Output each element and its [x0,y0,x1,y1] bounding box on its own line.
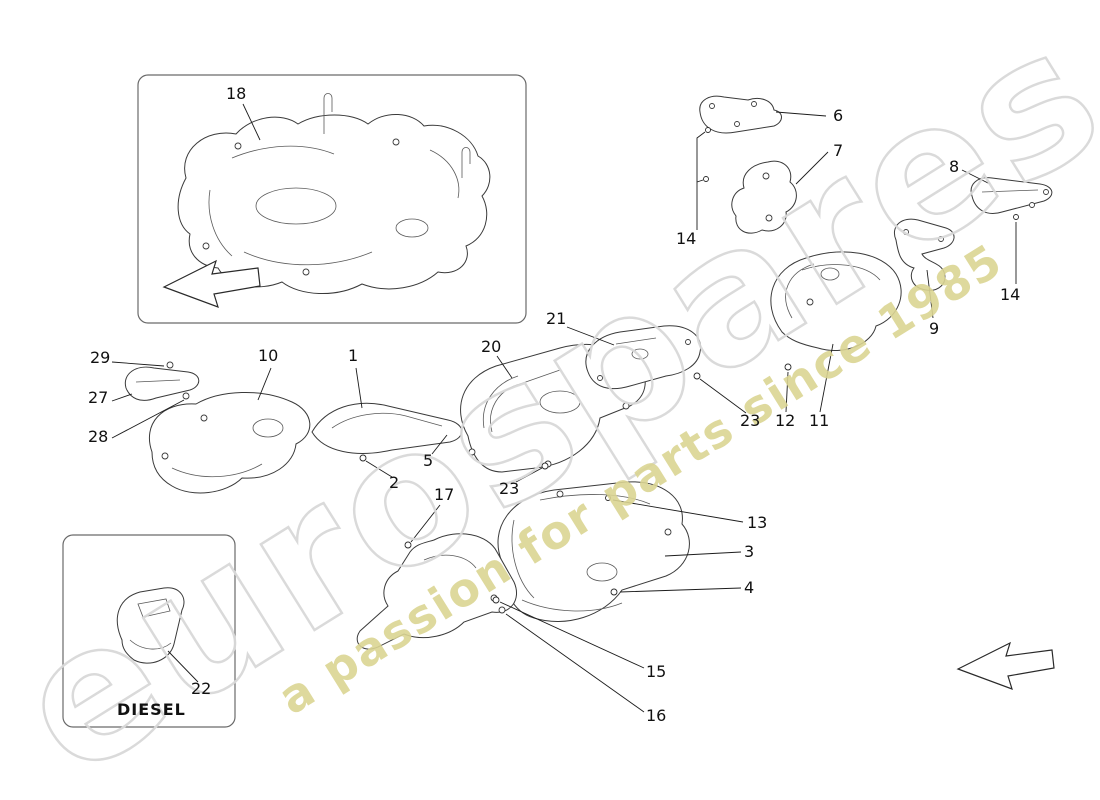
part-27-drawing [124,361,200,401]
callout-7: 7 [833,141,844,160]
part-21-drawing [585,325,702,390]
callout-8: 8 [949,157,960,176]
callout-16: 16 [646,706,667,725]
direction-arrow-icon [162,259,261,308]
callout-15: 15 [646,662,667,681]
callout-14-left: 14 [676,229,697,248]
callout-22: 22 [191,679,212,698]
part-11-drawing [770,251,902,352]
callout-21: 21 [546,309,567,328]
part-10-drawing [148,391,311,494]
callout-23-right: 23 [740,411,761,430]
callout-3: 3 [744,542,755,561]
leader-lines [111,103,1019,713]
callout-20: 20 [481,337,502,356]
inset-box-diesel [62,534,236,728]
callout-18: 18 [226,84,247,103]
part-9-drawing [894,218,955,291]
callout-28: 28 [88,427,109,446]
part-8-drawing [970,177,1053,214]
direction-arrow-icon [956,641,1055,690]
callout-14-right: 14 [1000,285,1021,304]
callout-1: 1 [348,346,359,365]
callout-9: 9 [929,319,940,338]
callout-11: 11 [809,411,830,430]
callout-27: 27 [88,388,109,407]
callout-13: 13 [747,513,768,532]
callout-12: 12 [775,411,796,430]
callout-6: 6 [833,106,844,125]
part-1-drawing [311,402,463,454]
callout-4: 4 [744,578,755,597]
part-22-drawing [116,587,185,664]
callout-2: 2 [389,473,400,492]
part-6-drawing [699,95,782,134]
part-7-drawing [731,160,797,234]
callout-5: 5 [423,451,434,470]
inset-box-main-shield [137,74,527,324]
diesel-label: DIESEL [117,700,186,719]
callout-23-left: 23 [499,479,520,498]
callout-17: 17 [434,485,455,504]
callout-10: 10 [258,346,279,365]
callout-29: 29 [90,348,111,367]
